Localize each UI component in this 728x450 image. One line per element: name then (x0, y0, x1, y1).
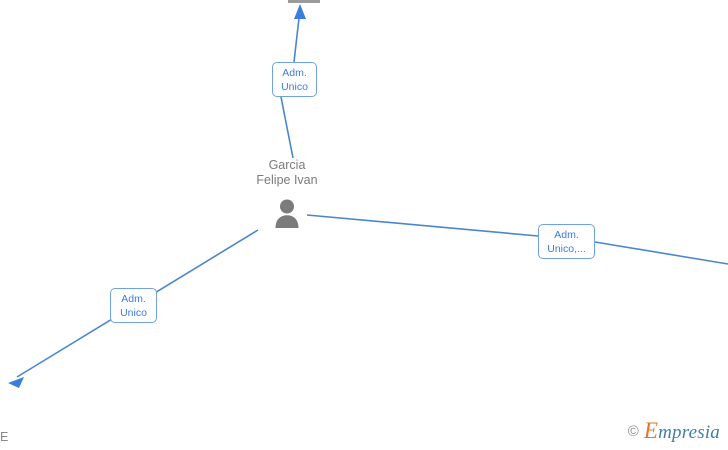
watermark: © Empresia (627, 418, 720, 443)
person-icon[interactable] (272, 198, 302, 228)
arrowhead-bottom-left (8, 377, 24, 388)
relation-chip-bottom-left[interactable]: Adm. Unico (110, 288, 157, 323)
edge-to-top-node (280, 96, 294, 159)
person-node-label-line-1: Garcia (268, 158, 306, 172)
relation-chip-top-line-2: Unico (281, 81, 308, 93)
person-node-label-line-2: Felipe Ivan (256, 173, 318, 187)
relation-chip-bottom-left-line-2: Unico (120, 307, 147, 319)
arrowhead-top (294, 4, 306, 19)
edge-to-right-node (306, 214, 539, 237)
relation-chip-right-line-1: Adm. (554, 229, 579, 241)
brand-rest: mpresia (658, 422, 720, 443)
relation-chip-top[interactable]: Adm. Unico (272, 62, 317, 97)
person-node-label: Garcia Felipe Ivan (233, 158, 341, 188)
clipped-node-top-bar[interactable] (288, 0, 320, 3)
relation-chip-right-line-2: Unico,... (547, 243, 586, 255)
relation-chip-top-line-1: Adm. (282, 67, 307, 79)
relation-chip-right[interactable]: Adm. Unico,... (538, 224, 595, 259)
copyright-icon: © (627, 423, 639, 440)
edge-top-chip-to-offscreen (293, 17, 300, 63)
clipped-node-label-left[interactable]: E (0, 430, 9, 444)
brand-logo: Empresia (643, 418, 720, 443)
relation-chip-bottom-left-line-1: Adm. (121, 293, 146, 305)
brand-initial: E (643, 418, 659, 443)
edge-right-chip-to-offscreen (594, 241, 728, 265)
person-node[interactable]: Garcia Felipe Ivan (233, 158, 341, 228)
